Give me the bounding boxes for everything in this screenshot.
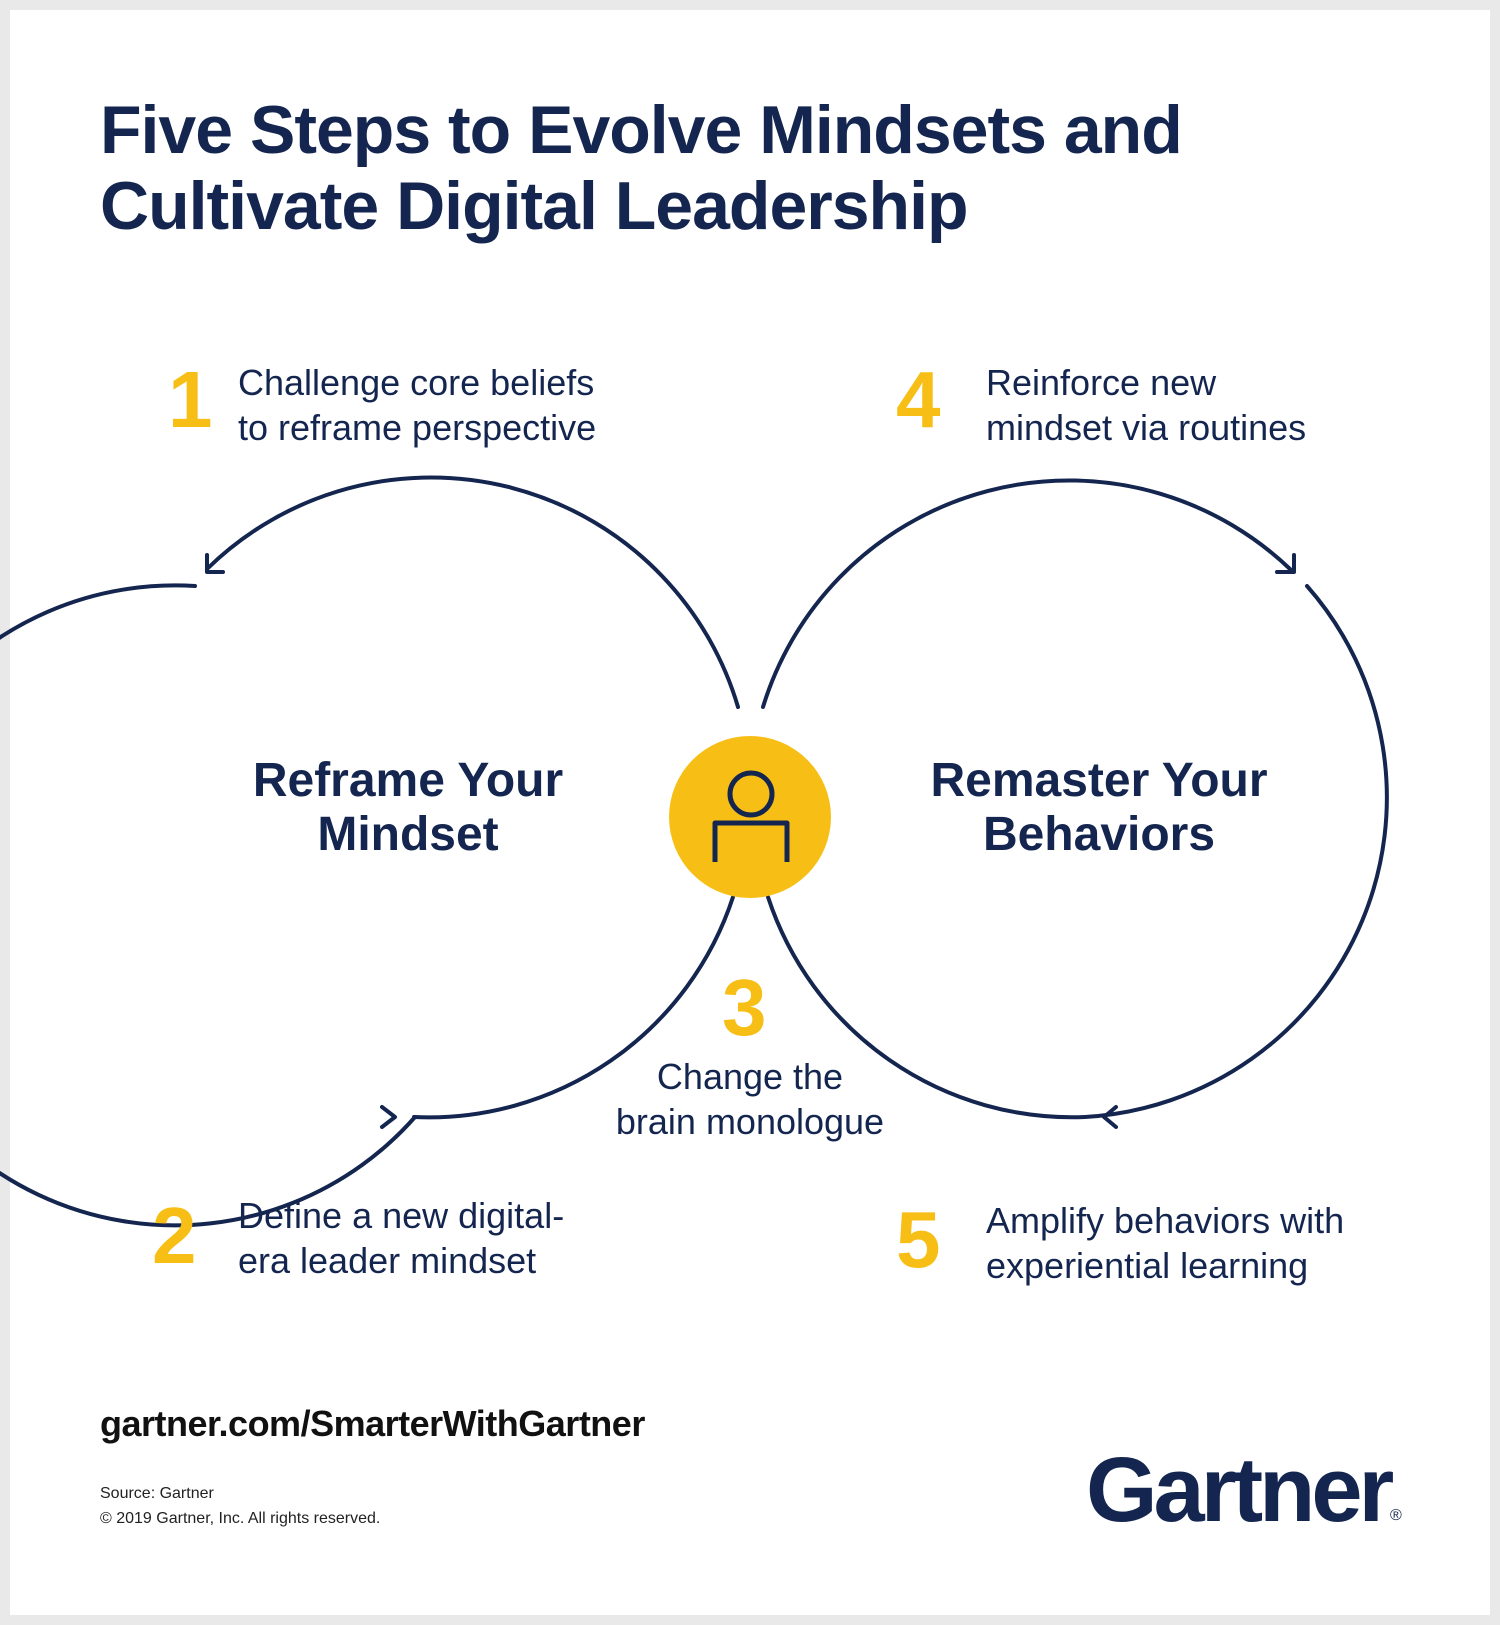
right-bottom-arrowhead (1102, 1105, 1118, 1129)
title-line-1: Five Steps to Evolve Mindsets and (100, 92, 1183, 168)
right-loop-arc (761, 478, 1389, 1119)
remaster-line-1: Remaster Your (930, 754, 1268, 807)
step-2-line-1: Define a new digital- (238, 1195, 565, 1236)
reframe-line-1: Reframe Your (252, 754, 564, 807)
title-line-2: Cultivate Digital Leadership (100, 168, 969, 244)
smarter-with-gartner-url[interactable]: gartner.com/SmarterWithGartner (100, 1403, 645, 1444)
step-3-line-1: Change the (656, 1056, 844, 1097)
page-title: Five Steps to Evolve Mindsets and Cultiv… (100, 92, 1420, 244)
step-1-number: 1 (168, 355, 213, 444)
step-5-line-1: Amplify behaviors with (986, 1200, 1345, 1241)
remaster-line-2: Behaviors (982, 808, 1216, 861)
step-2-line-2: era leader mindset (238, 1240, 537, 1281)
step-3-text: Change the brain monologue (590, 1054, 910, 1144)
left-loop-arc (0, 475, 740, 1228)
step-5-line-2: experiential learning (986, 1245, 1309, 1286)
remaster-behaviors-label: Remaster Your Behaviors (904, 754, 1294, 862)
left-bottom-arrowhead (380, 1105, 397, 1129)
step-4-text: Reinforce new mindset via routines (986, 360, 1306, 450)
person-icon (712, 770, 790, 862)
copyright-note: © 2019 Gartner, Inc. All rights reserved… (100, 1510, 381, 1527)
right-loop-lower-arc (766, 895, 1087, 1120)
gartner-logo: Gartner (1086, 1439, 1394, 1541)
step-4-line-2: mindset via routines (986, 407, 1307, 448)
step-1-line-2: to reframe perspective (238, 407, 597, 448)
reframe-line-2: Mindset (317, 808, 499, 861)
reframe-mindset-label: Reframe Your Mindset (228, 754, 588, 862)
step-3-number: 3 (722, 963, 767, 1052)
step-3-line-2: brain monologue (615, 1101, 885, 1142)
step-4-number: 4 (896, 355, 941, 444)
step-5-text: Amplify behaviors with experiential lear… (986, 1198, 1344, 1288)
right-top-arrowhead (1275, 553, 1296, 574)
source-note: Source: Gartner (100, 1485, 214, 1502)
step-2-text: Define a new digital- era leader mindset (238, 1193, 564, 1283)
registered-mark: ® (1390, 1507, 1402, 1524)
step-2-number: 2 (152, 1191, 197, 1280)
step-1-line-1: Challenge core beliefs (238, 362, 595, 403)
left-loop-lower-arc (412, 895, 735, 1120)
left-top-arrowhead (205, 553, 225, 574)
step-1-text: Challenge core beliefs to reframe perspe… (238, 360, 596, 450)
step-4-line-1: Reinforce new (986, 362, 1217, 403)
step-5-number: 5 (896, 1195, 941, 1284)
